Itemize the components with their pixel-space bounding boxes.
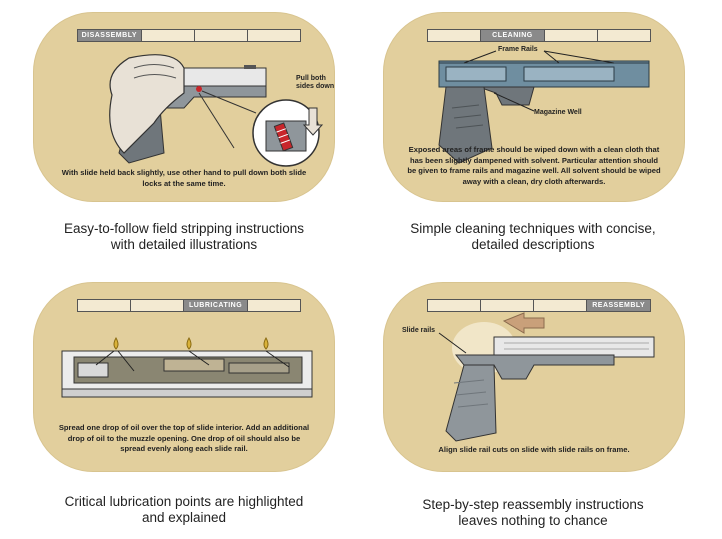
lubricating-illustration bbox=[61, 336, 313, 398]
finger-lines bbox=[133, 64, 177, 79]
frame-inner bbox=[523, 66, 615, 82]
tab-lubricating: LUBRICATING bbox=[184, 300, 248, 311]
reassembly-panel: REASSEMBLY Slide rails Align slide rail … bbox=[383, 282, 685, 472]
tab-blank bbox=[428, 30, 482, 41]
slide-rail-strip bbox=[61, 388, 313, 398]
red-slide-lock-icon bbox=[273, 122, 294, 152]
section-tabs: CLEANING bbox=[427, 29, 651, 42]
tab-disassembly: DISASSEMBLY bbox=[78, 30, 142, 41]
callout-pull-both: Pull both sides down bbox=[296, 75, 335, 90]
disassembly-illustration bbox=[109, 54, 324, 167]
oil-drop-icon bbox=[186, 336, 192, 350]
zoom-line bbox=[201, 90, 257, 114]
tab-blank bbox=[131, 300, 185, 311]
tab-blank bbox=[534, 300, 588, 311]
frame-inner bbox=[445, 66, 507, 82]
callout-frame-rails: Frame Rails bbox=[498, 46, 538, 53]
disassembly-caption: Easy-to-follow field stripping instructi… bbox=[63, 221, 305, 252]
tab-blank bbox=[78, 300, 132, 311]
lubricating-instruction: Spread one drop of oil over the top of s… bbox=[58, 423, 310, 453]
pointer-line bbox=[95, 350, 115, 366]
callout-line bbox=[543, 50, 560, 64]
callout-slide-rails: Slide rails bbox=[402, 327, 436, 334]
zoom-line bbox=[198, 92, 235, 149]
callout-magazine-well: Magazine Well bbox=[534, 109, 582, 116]
reassembly-caption: Step-by-step reassembly instructions lea… bbox=[422, 497, 644, 528]
callout-line bbox=[438, 332, 467, 354]
cleaning-illustration bbox=[438, 50, 650, 164]
grip-texture bbox=[451, 104, 484, 129]
barrel-channel bbox=[228, 362, 290, 374]
tab-cleaning: CLEANING bbox=[481, 30, 545, 41]
down-arrow-icon bbox=[302, 107, 324, 136]
disassembly-panel: DISASSEMBLY Pull both sides down With sl… bbox=[33, 12, 335, 202]
cleaning-caption: Simple cleaning techniques with concise,… bbox=[410, 221, 656, 252]
callout-line bbox=[463, 50, 497, 64]
tab-reassembly: REASSEMBLY bbox=[587, 300, 650, 311]
oil-drop-icon bbox=[263, 336, 269, 350]
hand-shape bbox=[109, 54, 185, 154]
ejection-port bbox=[163, 358, 225, 372]
cleaning-instruction: Exposed areas of frame should be wiped d… bbox=[407, 145, 661, 186]
oil-drop-icon bbox=[113, 336, 119, 350]
left-arrow-icon bbox=[502, 312, 545, 334]
section-tabs: REASSEMBLY bbox=[427, 299, 651, 312]
grip-texture bbox=[453, 379, 489, 408]
grip-shape bbox=[445, 364, 497, 442]
cleaning-panel: CLEANING Frame Rails Magazine Well Expos… bbox=[383, 12, 685, 202]
pointer-line bbox=[188, 350, 210, 366]
lubricating-panel: LUBRICATING Spread one drop of oil over … bbox=[33, 282, 335, 472]
pointer-line bbox=[265, 350, 290, 368]
tab-blank bbox=[195, 30, 248, 41]
callout-line bbox=[543, 50, 615, 64]
grip-shape bbox=[438, 86, 493, 164]
slide-shape bbox=[493, 336, 655, 358]
lubricating-caption: Critical lubrication points are highligh… bbox=[64, 494, 304, 525]
sight-shape bbox=[244, 65, 256, 69]
trigger-guard bbox=[478, 86, 535, 106]
tab-blank bbox=[545, 30, 598, 41]
reassembly-illustration bbox=[438, 312, 655, 442]
tab-blank bbox=[481, 300, 535, 311]
tab-blank bbox=[428, 300, 482, 311]
disassembly-instruction: With slide held back slightly, use other… bbox=[61, 168, 307, 188]
reassembly-instruction: Align slide rail cuts on slide with slid… bbox=[438, 445, 630, 454]
callout-line bbox=[493, 92, 535, 112]
section-tabs: LUBRICATING bbox=[77, 299, 301, 312]
section-tabs: DISASSEMBLY bbox=[77, 29, 301, 42]
breech-face bbox=[77, 362, 109, 378]
pointer-line bbox=[117, 350, 135, 372]
slide-lock-dot bbox=[196, 86, 202, 92]
tab-blank bbox=[142, 30, 195, 41]
